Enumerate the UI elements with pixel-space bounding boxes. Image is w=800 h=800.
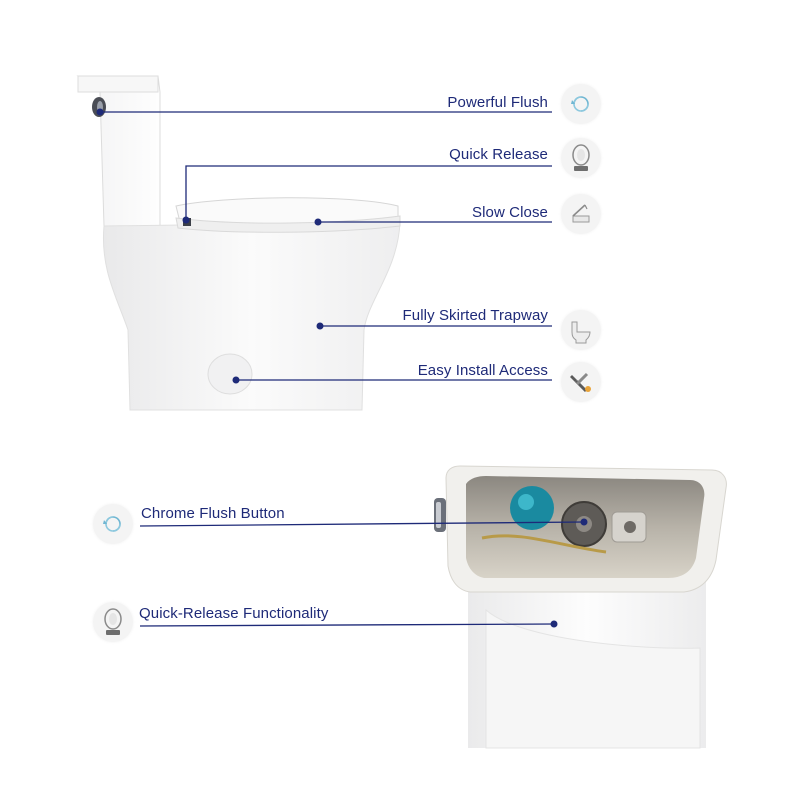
callout-dot [182,216,190,224]
install-access-cap [207,353,253,395]
callout-dot [232,376,240,384]
toilet-side-view-illustration [76,75,552,411]
tank-interior-illustration [139,465,727,749]
callout-dot [580,518,588,526]
feature-label-slow-close: Slow Close [471,204,548,221]
callout-leader-lines-bottom [139,521,585,627]
feature-label-fully-skirted-trapway: Fully Skirted Trapway [402,307,548,324]
toilet-bowl [102,221,401,411]
toilet-seat-top-icon [93,602,133,642]
swirl-flush-icon [93,504,133,544]
toilet-tank [76,75,161,237]
swirl-flush-icon [561,84,601,124]
seat-lid-icon [561,194,601,234]
feature-label-easy-install-access: Easy Install Access [417,362,548,379]
callout-dot [314,218,322,226]
toilet-seat-top-icon [561,138,601,178]
feature-label-quick-release: Quick Release [449,146,548,163]
callout-dot [96,108,104,116]
blue-flapper-float [510,486,554,530]
callout-leader-lines [100,111,552,381]
feature-label-quick-release-functionality: Quick-Release Functionality [139,605,329,622]
wrench-icon [561,362,601,402]
feature-label-chrome-flush-button: Chrome Flush Button [141,505,285,522]
callout-dot [316,322,324,330]
toilet-side-icon [561,310,601,350]
feature-label-powerful-flush: Powerful Flush [447,94,548,111]
callout-dot [550,620,558,628]
